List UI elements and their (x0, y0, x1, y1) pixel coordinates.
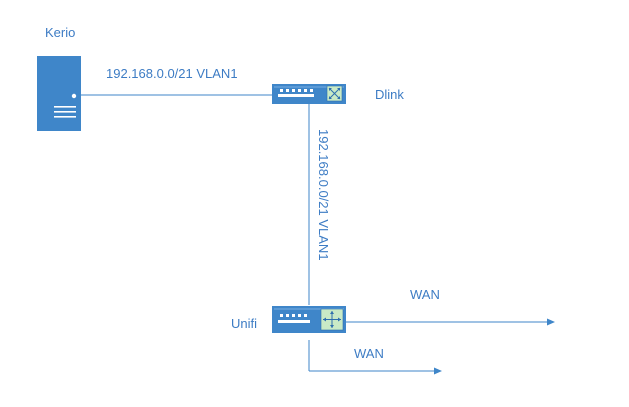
dlink-label: Dlink (375, 87, 404, 102)
router-icon (272, 306, 346, 333)
switch-icon (272, 84, 346, 104)
unifi-router[interactable]: Unifi (231, 306, 346, 333)
server-icon (37, 56, 81, 131)
unifi-label: Unifi (231, 316, 257, 331)
dlink-unifi-link-label: 192.168.0.0/21 VLAN1 (316, 129, 331, 261)
kerio-server[interactable]: Kerio (37, 25, 81, 131)
dlink-switch[interactable]: Dlink (272, 84, 404, 104)
wan-lower-label: WAN (354, 346, 384, 361)
wan-upper-label: WAN (410, 287, 440, 302)
kerio-dlink-link-label: 192.168.0.0/21 VLAN1 (106, 66, 238, 81)
kerio-label: Kerio (45, 25, 75, 40)
